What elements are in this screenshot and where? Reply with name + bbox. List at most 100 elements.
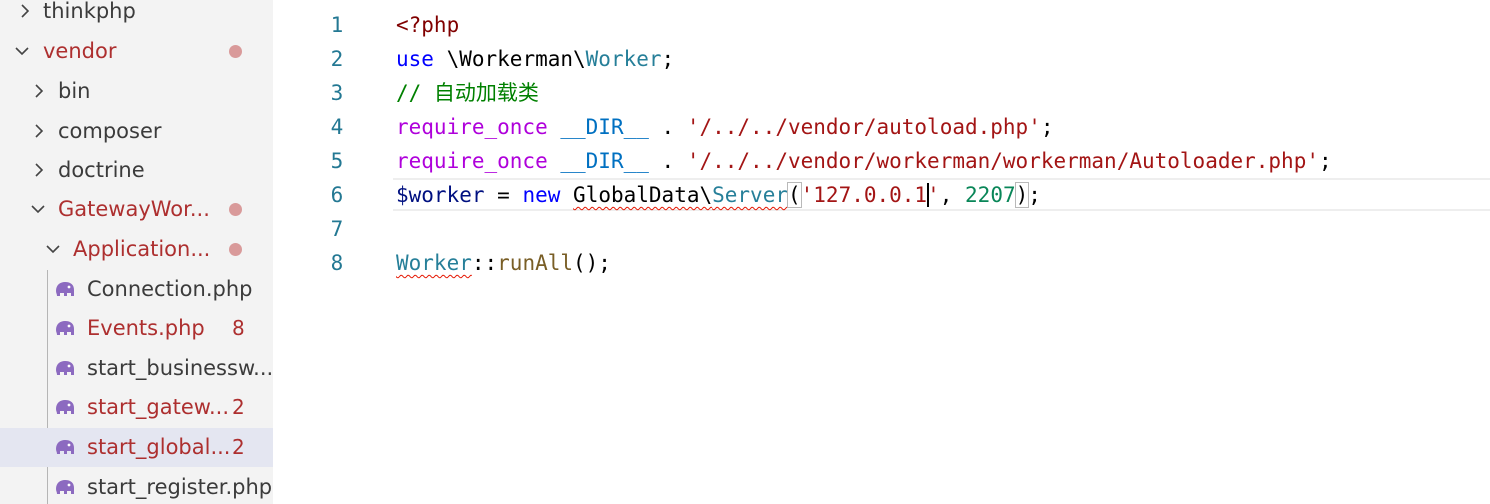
tree-file-start-register[interactable]: start_register.php — [0, 468, 273, 504]
tree-label: start_global... — [87, 435, 231, 459]
semicolon: ; — [1028, 183, 1041, 207]
line-code[interactable]: require_once __DIR__ . '/../../vendor/au… — [396, 115, 1054, 139]
chevron-right-icon — [31, 82, 47, 100]
line-number: 1 — [330, 13, 344, 37]
php-elephant-icon — [56, 361, 74, 375]
namespace-text: \Workerman\ — [433, 47, 586, 71]
code-line[interactable]: 7 — [273, 212, 1490, 246]
chevron-down-icon — [14, 42, 30, 60]
comma: , — [939, 183, 966, 207]
tree-label: GatewayWor... — [58, 197, 210, 221]
keyword-require-once: require_once — [396, 115, 548, 139]
tree-label: vendor — [43, 39, 117, 63]
keyword-new: new — [522, 183, 561, 207]
line-number: 4 — [330, 115, 344, 139]
chevron-right-icon — [17, 2, 33, 20]
line-code[interactable]: use \Workerman\Worker; — [396, 47, 674, 71]
code-line[interactable]: 2 use \Workerman\Worker; — [273, 42, 1490, 76]
line-code[interactable]: <?php — [396, 13, 459, 37]
tree-folder-gatewayworker[interactable]: GatewayWor... — [0, 190, 273, 229]
code-line[interactable]: 3 // 自动加载类 — [273, 76, 1490, 110]
tree-file-start-gateway[interactable]: start_gatew... 2 — [0, 388, 273, 427]
problem-count-badge: 2 — [232, 435, 245, 459]
code-line-active[interactable]: 6 $worker = new GlobalData\Server('127.0… — [273, 178, 1490, 212]
current-line-highlight — [393, 178, 1490, 211]
code-editor[interactable]: 1 <?php 2 use \Workerman\Worker; 3 // 自动… — [273, 0, 1490, 504]
php-elephant-icon — [56, 321, 74, 335]
string-literal: '/../../vendor/workerman/workerman/Autol… — [686, 149, 1319, 173]
class-name[interactable]: Worker — [396, 251, 472, 275]
line-number: 3 — [330, 81, 344, 105]
string-literal: '127.0.0.1 — [800, 183, 928, 207]
code-line[interactable]: 4 require_once __DIR__ . '/../../vendor/… — [273, 110, 1490, 144]
php-elephant-icon — [56, 480, 74, 494]
semicolon: ; — [1318, 149, 1332, 173]
line-number: 6 — [330, 183, 344, 207]
tree-folder-thinkphp[interactable]: thinkphp — [0, 0, 273, 31]
chevron-right-icon — [31, 161, 47, 179]
php-open-tag: <?php — [396, 13, 460, 37]
tree-label: thinkphp — [43, 0, 136, 23]
problem-count-badge: 8 — [232, 316, 245, 340]
tree-label: start_businessw... — [87, 356, 273, 380]
problem-count-badge: 2 — [232, 395, 245, 419]
tree-file-connection[interactable]: Connection.php — [0, 270, 273, 309]
string-literal: ' — [927, 183, 940, 207]
line-code[interactable]: $worker = new GlobalData\Server('127.0.0… — [396, 182, 1041, 208]
line-number: 5 — [330, 149, 344, 173]
class-name: Server — [712, 183, 788, 207]
tree-label: bin — [58, 79, 91, 103]
php-elephant-icon — [56, 400, 74, 414]
code-line[interactable]: 8 Worker::runAll(); — [273, 246, 1490, 280]
line-number: 2 — [330, 47, 344, 71]
chevron-right-icon — [31, 122, 47, 140]
modified-dot-icon — [229, 243, 242, 256]
indent-guide — [47, 270, 48, 504]
chevron-down-icon — [45, 240, 61, 258]
tree-label: doctrine — [58, 158, 145, 182]
tree-file-events[interactable]: Events.php 8 — [0, 309, 273, 348]
code-comment: // 自动加载类 — [396, 81, 539, 105]
concat-operator: . — [648, 149, 687, 173]
tree-folder-doctrine[interactable]: doctrine — [0, 151, 273, 190]
tree-folder-bin[interactable]: bin — [0, 72, 273, 111]
tree-folder-vendor[interactable]: vendor — [0, 32, 273, 71]
keyword-use: use — [396, 47, 434, 71]
variable: $worker — [396, 183, 485, 207]
tree-label: start_register.php — [87, 475, 273, 499]
tree-folder-applications[interactable]: Application... — [0, 230, 273, 269]
line-number: 7 — [330, 217, 344, 241]
bracket-close: ) — [1014, 182, 1030, 208]
modified-dot-icon — [229, 45, 242, 58]
tree-label: Connection.php — [87, 277, 253, 301]
bracket-open: ( — [787, 182, 802, 208]
tree-label: Application... — [73, 237, 211, 261]
magic-constant: __DIR__ — [560, 149, 649, 173]
text-cursor — [927, 183, 930, 207]
class-name: Worker — [585, 47, 662, 71]
tree-file-start-businessworker[interactable]: start_businessw... — [0, 349, 273, 388]
scope-operator: :: — [471, 251, 498, 275]
tree-label: start_gatew... — [87, 395, 230, 419]
error-squiggle[interactable]: GlobalData\Server — [573, 183, 788, 207]
number-literal: 2207 — [965, 183, 1016, 207]
explorer-sidebar: thinkphp vendor bin composer doctrine Ga… — [0, 0, 273, 504]
php-elephant-icon — [56, 282, 74, 296]
php-elephant-icon — [56, 440, 74, 454]
chevron-down-icon — [30, 200, 46, 218]
semicolon: ; — [1040, 115, 1054, 139]
tree-file-start-globaldata[interactable]: start_global... 2 — [0, 428, 273, 467]
magic-constant: __DIR__ — [560, 115, 649, 139]
line-code[interactable]: require_once __DIR__ . '/../../vendor/wo… — [396, 149, 1332, 173]
keyword-require-once: require_once — [396, 149, 548, 173]
tree-label: composer — [58, 119, 162, 143]
line-code[interactable]: // 自动加载类 — [396, 81, 539, 105]
line-code[interactable]: Worker::runAll(); — [396, 251, 611, 275]
call-parens: (); — [573, 251, 611, 275]
function-name: runAll — [497, 251, 574, 275]
code-line[interactable]: 1 <?php — [273, 8, 1490, 42]
code-line[interactable]: 5 require_once __DIR__ . '/../../vendor/… — [273, 144, 1490, 178]
modified-dot-icon — [229, 203, 242, 216]
tree-folder-composer[interactable]: composer — [0, 112, 273, 151]
namespace-text: GlobalData\ — [573, 183, 713, 207]
